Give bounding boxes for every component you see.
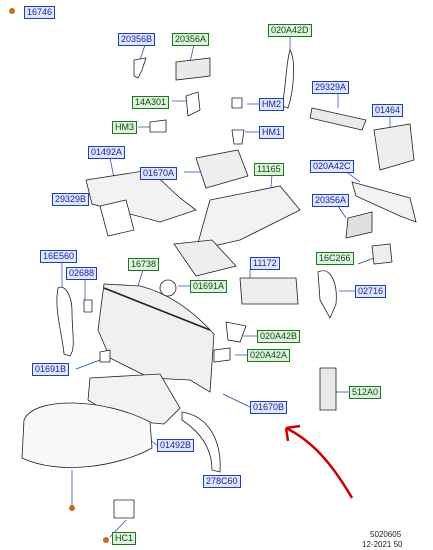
- label-02716[interactable]: 02716: [355, 285, 387, 298]
- label-01691b[interactable]: 01691B: [32, 363, 70, 376]
- label-14a301[interactable]: 14A301: [132, 96, 170, 109]
- label-01492b[interactable]: 01492B: [157, 439, 195, 452]
- label-hc1[interactable]: HC1: [112, 532, 137, 545]
- label-02688[interactable]: 02688: [66, 267, 98, 280]
- label-29329a[interactable]: 29329A: [312, 81, 350, 94]
- label-01464[interactable]: 01464: [372, 104, 404, 117]
- label-01691a[interactable]: 01691A: [190, 280, 228, 293]
- label-16746[interactable]: 16746: [24, 6, 56, 19]
- footer-date: 12-2021 50: [362, 540, 403, 549]
- label-278c60[interactable]: 278C60: [203, 475, 241, 488]
- label-020a42c[interactable]: 020A42C: [310, 160, 354, 173]
- label-020a42d[interactable]: 020A42D: [268, 24, 312, 37]
- label-16c266[interactable]: 16C266: [316, 252, 354, 265]
- label-hm1[interactable]: HM1: [259, 126, 285, 139]
- label-hm3[interactable]: HM3: [112, 121, 138, 134]
- footer-code: 5020605: [370, 530, 402, 539]
- label-020a42b[interactable]: 020A42B: [257, 330, 301, 343]
- label-20356a-top[interactable]: 20356A: [172, 33, 210, 46]
- label-01670b[interactable]: 01670B: [250, 401, 288, 414]
- label-20356a-mid[interactable]: 20356A: [312, 194, 350, 207]
- reference-dots: [9, 8, 109, 543]
- label-11172[interactable]: 11172: [250, 257, 280, 270]
- label-16e560[interactable]: 16E560: [40, 250, 78, 263]
- label-01670a[interactable]: 01670A: [140, 167, 178, 180]
- highlight-arrow: [284, 424, 354, 499]
- label-20356b[interactable]: 20356B: [118, 33, 156, 46]
- label-29329b[interactable]: 29329B: [52, 193, 90, 206]
- label-020a42a[interactable]: 020A42A: [247, 349, 291, 362]
- label-16738[interactable]: 16738: [128, 258, 160, 271]
- label-512a0[interactable]: 512A0: [349, 386, 382, 399]
- label-hm2[interactable]: HM2: [259, 98, 285, 111]
- label-01492a[interactable]: 01492A: [88, 146, 126, 159]
- parts-drawings: [21, 49, 417, 519]
- label-11165[interactable]: 11165: [254, 163, 284, 176]
